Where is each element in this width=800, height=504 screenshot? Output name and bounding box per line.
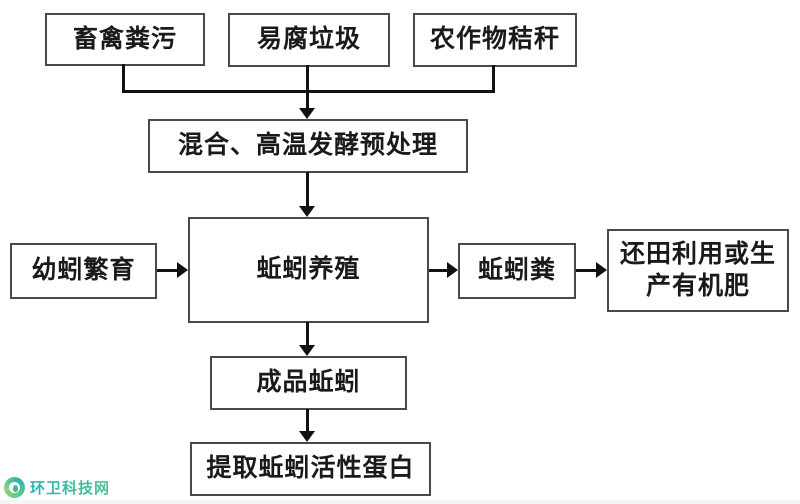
arrow-down-to-protein-icon	[299, 431, 315, 442]
watermark: 环卫科技网	[4, 477, 110, 498]
node-field-fertilizer: 还田利用或生产有机肥	[607, 229, 789, 312]
node-crop-straw: 农作物秸秆	[413, 13, 577, 67]
node-earthworm-farming: 蚯蚓养殖	[188, 217, 429, 323]
node-livestock-manure: 畜禽粪污	[45, 13, 205, 66]
node-protein-extraction-label: 提取蚯蚓活性蛋白	[206, 454, 415, 483]
arrow-down-to-farming-icon	[299, 206, 315, 217]
node-pretreatment-label: 混合、高温发酵预处理	[177, 131, 438, 160]
bottom-edge-artifact	[0, 500, 800, 504]
connector-merge-vertical	[306, 65, 309, 110]
connector-finished-protein	[306, 409, 309, 433]
arrow-right-to-fertilizer-icon	[596, 262, 607, 278]
arrow-right-to-farming-icon	[177, 262, 188, 278]
node-juvenile-breeding-label: 幼蚓繁育	[31, 256, 136, 285]
watermark-logo-icon	[4, 477, 25, 498]
node-perishable-waste-label: 易腐垃圾	[256, 25, 361, 54]
node-finished-earthworm-label: 成品蚯蚓	[256, 368, 361, 397]
node-finished-earthworm: 成品蚯蚓	[210, 356, 407, 410]
connector-breeding-farming	[157, 269, 178, 272]
node-field-fertilizer-label: 还田利用或生产有机肥	[619, 240, 776, 300]
arrow-down-to-pretreatment-icon	[299, 108, 315, 119]
node-worm-castings-label: 蚯蚓粪	[477, 256, 556, 285]
connector-farming-finished	[306, 322, 309, 347]
node-crop-straw-label: 农作物秸秆	[429, 25, 560, 54]
node-worm-castings: 蚯蚓粪	[458, 243, 576, 299]
arrow-down-to-finished-icon	[299, 345, 315, 356]
connector-farming-castings	[429, 269, 448, 272]
connector-pretreatment-farming	[306, 172, 309, 207]
node-protein-extraction: 提取蚯蚓活性蛋白	[190, 442, 431, 496]
node-livestock-manure-label: 畜禽粪污	[72, 24, 177, 53]
node-pretreatment: 混合、高温发酵预处理	[148, 119, 468, 173]
node-earthworm-farming-label: 蚯蚓养殖	[256, 255, 361, 284]
watermark-text: 环卫科技网	[30, 477, 110, 498]
connector-straw-stub	[492, 65, 495, 92]
node-perishable-waste: 易腐垃圾	[228, 13, 390, 67]
arrow-right-to-castings-icon	[447, 262, 458, 278]
connector-livestock-stub	[122, 64, 125, 92]
node-juvenile-breeding: 幼蚓繁育	[10, 243, 157, 299]
connector-castings-fertilizer	[576, 269, 597, 272]
